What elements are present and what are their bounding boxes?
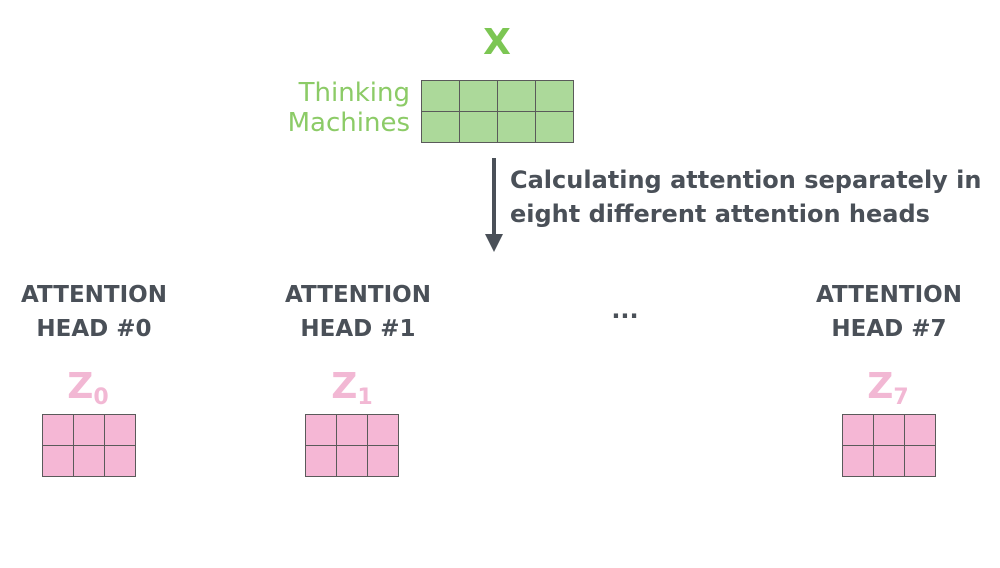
matrix-cell — [306, 415, 336, 445]
matrix-cell — [874, 446, 904, 476]
arrow-caption-line-1: Calculating attention separately in — [510, 166, 982, 194]
matrix-cell — [874, 415, 904, 445]
head-0-z-matrix — [42, 414, 136, 477]
matrix-cell — [368, 415, 398, 445]
matrix-cell — [337, 415, 367, 445]
matrix-cell — [536, 81, 573, 111]
matrix-cell — [843, 446, 873, 476]
matrix-cell — [306, 446, 336, 476]
matrix-cell — [105, 415, 135, 445]
matrix-cell — [105, 446, 135, 476]
head-7-title: ATTENTION HEAD #7 — [779, 278, 999, 346]
matrix-cell — [337, 446, 367, 476]
down-arrow-shaft — [492, 158, 496, 236]
matrix-cell — [905, 415, 935, 445]
matrix-cell — [422, 81, 459, 111]
head-1-title: ATTENTION HEAD #1 — [248, 278, 468, 346]
z-subscript: 7 — [893, 385, 909, 410]
matrix-cell — [422, 112, 459, 142]
head-1-z-label: Z1 — [302, 366, 402, 410]
matrix-cell — [536, 112, 573, 142]
input-embedding-matrix — [421, 80, 574, 143]
z-letter: Z — [867, 366, 894, 407]
arrow-caption-line-2: eight different attention heads — [510, 200, 930, 228]
matrix-cell — [43, 415, 73, 445]
head-7-z-label: Z7 — [838, 366, 938, 410]
head-1-title-line-1: ATTENTION — [285, 282, 431, 308]
matrix-cell — [498, 81, 535, 111]
z-subscript: 0 — [93, 385, 109, 410]
ellipsis: ... — [611, 296, 639, 324]
head-7-z-matrix — [842, 414, 936, 477]
matrix-cell — [43, 446, 73, 476]
head-0-title-line-2: HEAD #0 — [36, 316, 152, 342]
matrix-cell — [368, 446, 398, 476]
input-word-machines: Machines — [287, 108, 410, 138]
matrix-cell — [74, 446, 104, 476]
head-1-title-line-2: HEAD #1 — [300, 316, 416, 342]
input-matrix-label: X — [483, 22, 511, 63]
head-7-title-line-2: HEAD #7 — [831, 316, 947, 342]
head-0-title: ATTENTION HEAD #0 — [0, 278, 204, 346]
matrix-cell — [74, 415, 104, 445]
input-word-thinking: Thinking — [298, 78, 410, 108]
head-1-z-matrix — [305, 414, 399, 477]
matrix-cell — [843, 415, 873, 445]
head-7-title-line-1: ATTENTION — [816, 282, 962, 308]
matrix-cell — [460, 112, 497, 142]
matrix-cell — [460, 81, 497, 111]
z-letter: Z — [67, 366, 94, 407]
matrix-cell — [905, 446, 935, 476]
matrix-cell — [498, 112, 535, 142]
z-subscript: 1 — [357, 385, 373, 410]
head-0-z-label: Z0 — [38, 366, 138, 410]
z-letter: Z — [331, 366, 358, 407]
head-0-title-line-1: ATTENTION — [21, 282, 167, 308]
down-arrow-icon — [485, 234, 503, 252]
